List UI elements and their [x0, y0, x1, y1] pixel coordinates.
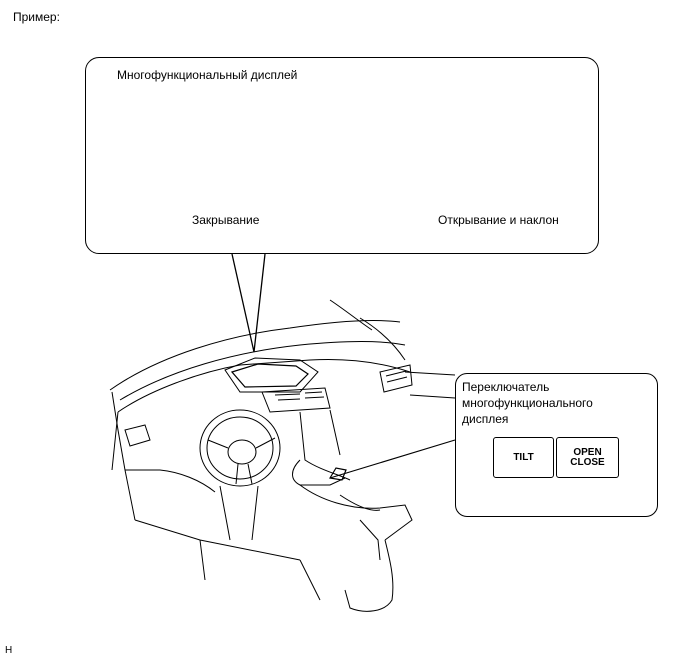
switch-callout-pointer	[329, 439, 456, 479]
switch-callout-title-line3: дисплея	[462, 412, 509, 426]
open-button-label: OPEN	[573, 446, 602, 458]
display-callout-title: Многофункциональный дисплей	[117, 68, 298, 82]
tilt-button-label: TILT	[513, 451, 534, 463]
open-tilt-state-label: Открывание и наклон	[438, 213, 559, 227]
footer-mark: H	[5, 645, 13, 656]
switch-callout-title-line1: Переключатель	[462, 380, 550, 394]
switch-callout-title-line2: многофункционального	[462, 396, 593, 410]
closed-state-label: Закрывание	[192, 213, 260, 227]
display-callout	[85, 57, 599, 254]
open-close-button[interactable]: OPEN CLOSE	[556, 437, 619, 478]
example-label: Пример:	[13, 10, 60, 24]
tilt-button[interactable]: TILT	[493, 437, 554, 478]
dashboard-sketch	[109, 299, 456, 612]
close-button-label: CLOSE	[570, 456, 605, 468]
